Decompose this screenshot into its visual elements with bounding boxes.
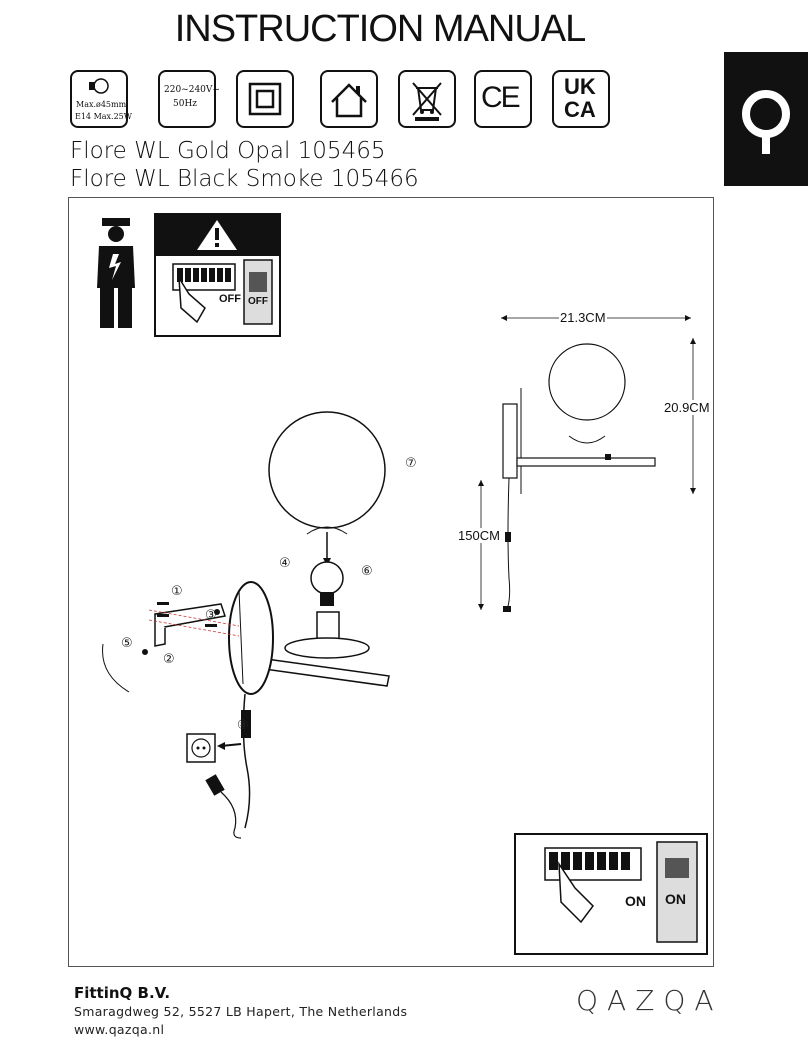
warning-breaker-panel [154, 213, 281, 337]
off-label-1: OFF [219, 293, 241, 305]
manual-title: INSTRUCTION MANUAL [174, 8, 587, 50]
step-2-label: ② [163, 652, 175, 667]
class-ii-icon [236, 70, 294, 128]
step-5-label: ⑤ [121, 636, 133, 651]
on-label-1: ON [625, 893, 646, 909]
brand-tab [724, 52, 808, 186]
on-label-2: ON [665, 891, 686, 907]
weee-bin-icon [398, 70, 456, 128]
height-dimension-label: 20.9CM [663, 400, 711, 415]
assembly-drawing [102, 411, 390, 839]
step-6-label: ⑥ [361, 564, 373, 579]
dimension-drawing [478, 315, 696, 612]
instruction-frame: OFF OFF [68, 197, 714, 967]
bulb-spec-icon: Max.ø45mm E14 Max.25W [70, 70, 132, 128]
bulb-type-label: E14 Max.25W [75, 112, 132, 121]
step-3-label: ③ [205, 608, 217, 623]
ukca-uk-text: UK [564, 74, 596, 99]
ukca-mark-icon: UK CA [552, 70, 610, 128]
voltage-spec-icon: 220~240V~ 50Hz [158, 70, 220, 128]
company-address: Smaragdweg 52, 5527 LB Hapert, The Nethe… [74, 1004, 408, 1019]
qazqa-logo-mark-icon [742, 90, 790, 154]
step-4-label: ④ [279, 556, 291, 571]
ce-mark-icon: CE [474, 70, 532, 128]
step-1-label: ① [171, 584, 183, 599]
step-7-label: ⑦ [405, 456, 417, 471]
frequency-label: 50Hz [173, 99, 198, 109]
company-name: FittinQ B.V. [74, 984, 171, 1002]
ukca-ca-text: CA [564, 97, 596, 122]
company-website[interactable]: www.qazqa.nl [74, 1022, 165, 1037]
assembly-illustration: OFF OFF [97, 213, 708, 955]
indoor-use-icon [320, 70, 378, 128]
voltage-label: 220~240V~ [164, 85, 220, 95]
bulb-size-label: Max.ø45mm [76, 100, 127, 109]
cable-length-label: 150CM [457, 528, 501, 543]
electrician-figure-icon [97, 218, 135, 328]
product-name-black: Flore WL Black Smoke 105466 [70, 166, 419, 192]
product-name-gold: Flore WL Gold Opal 105465 [70, 138, 386, 164]
step-8-label: ⑧ [237, 718, 249, 733]
switch-on-breaker-panel [514, 833, 708, 955]
qazqa-logo: QAZQA [576, 984, 723, 1017]
width-dimension-label: 21.3CM [559, 310, 607, 325]
ce-mark-text: CE [481, 81, 521, 114]
off-label-2: OFF [248, 296, 268, 307]
